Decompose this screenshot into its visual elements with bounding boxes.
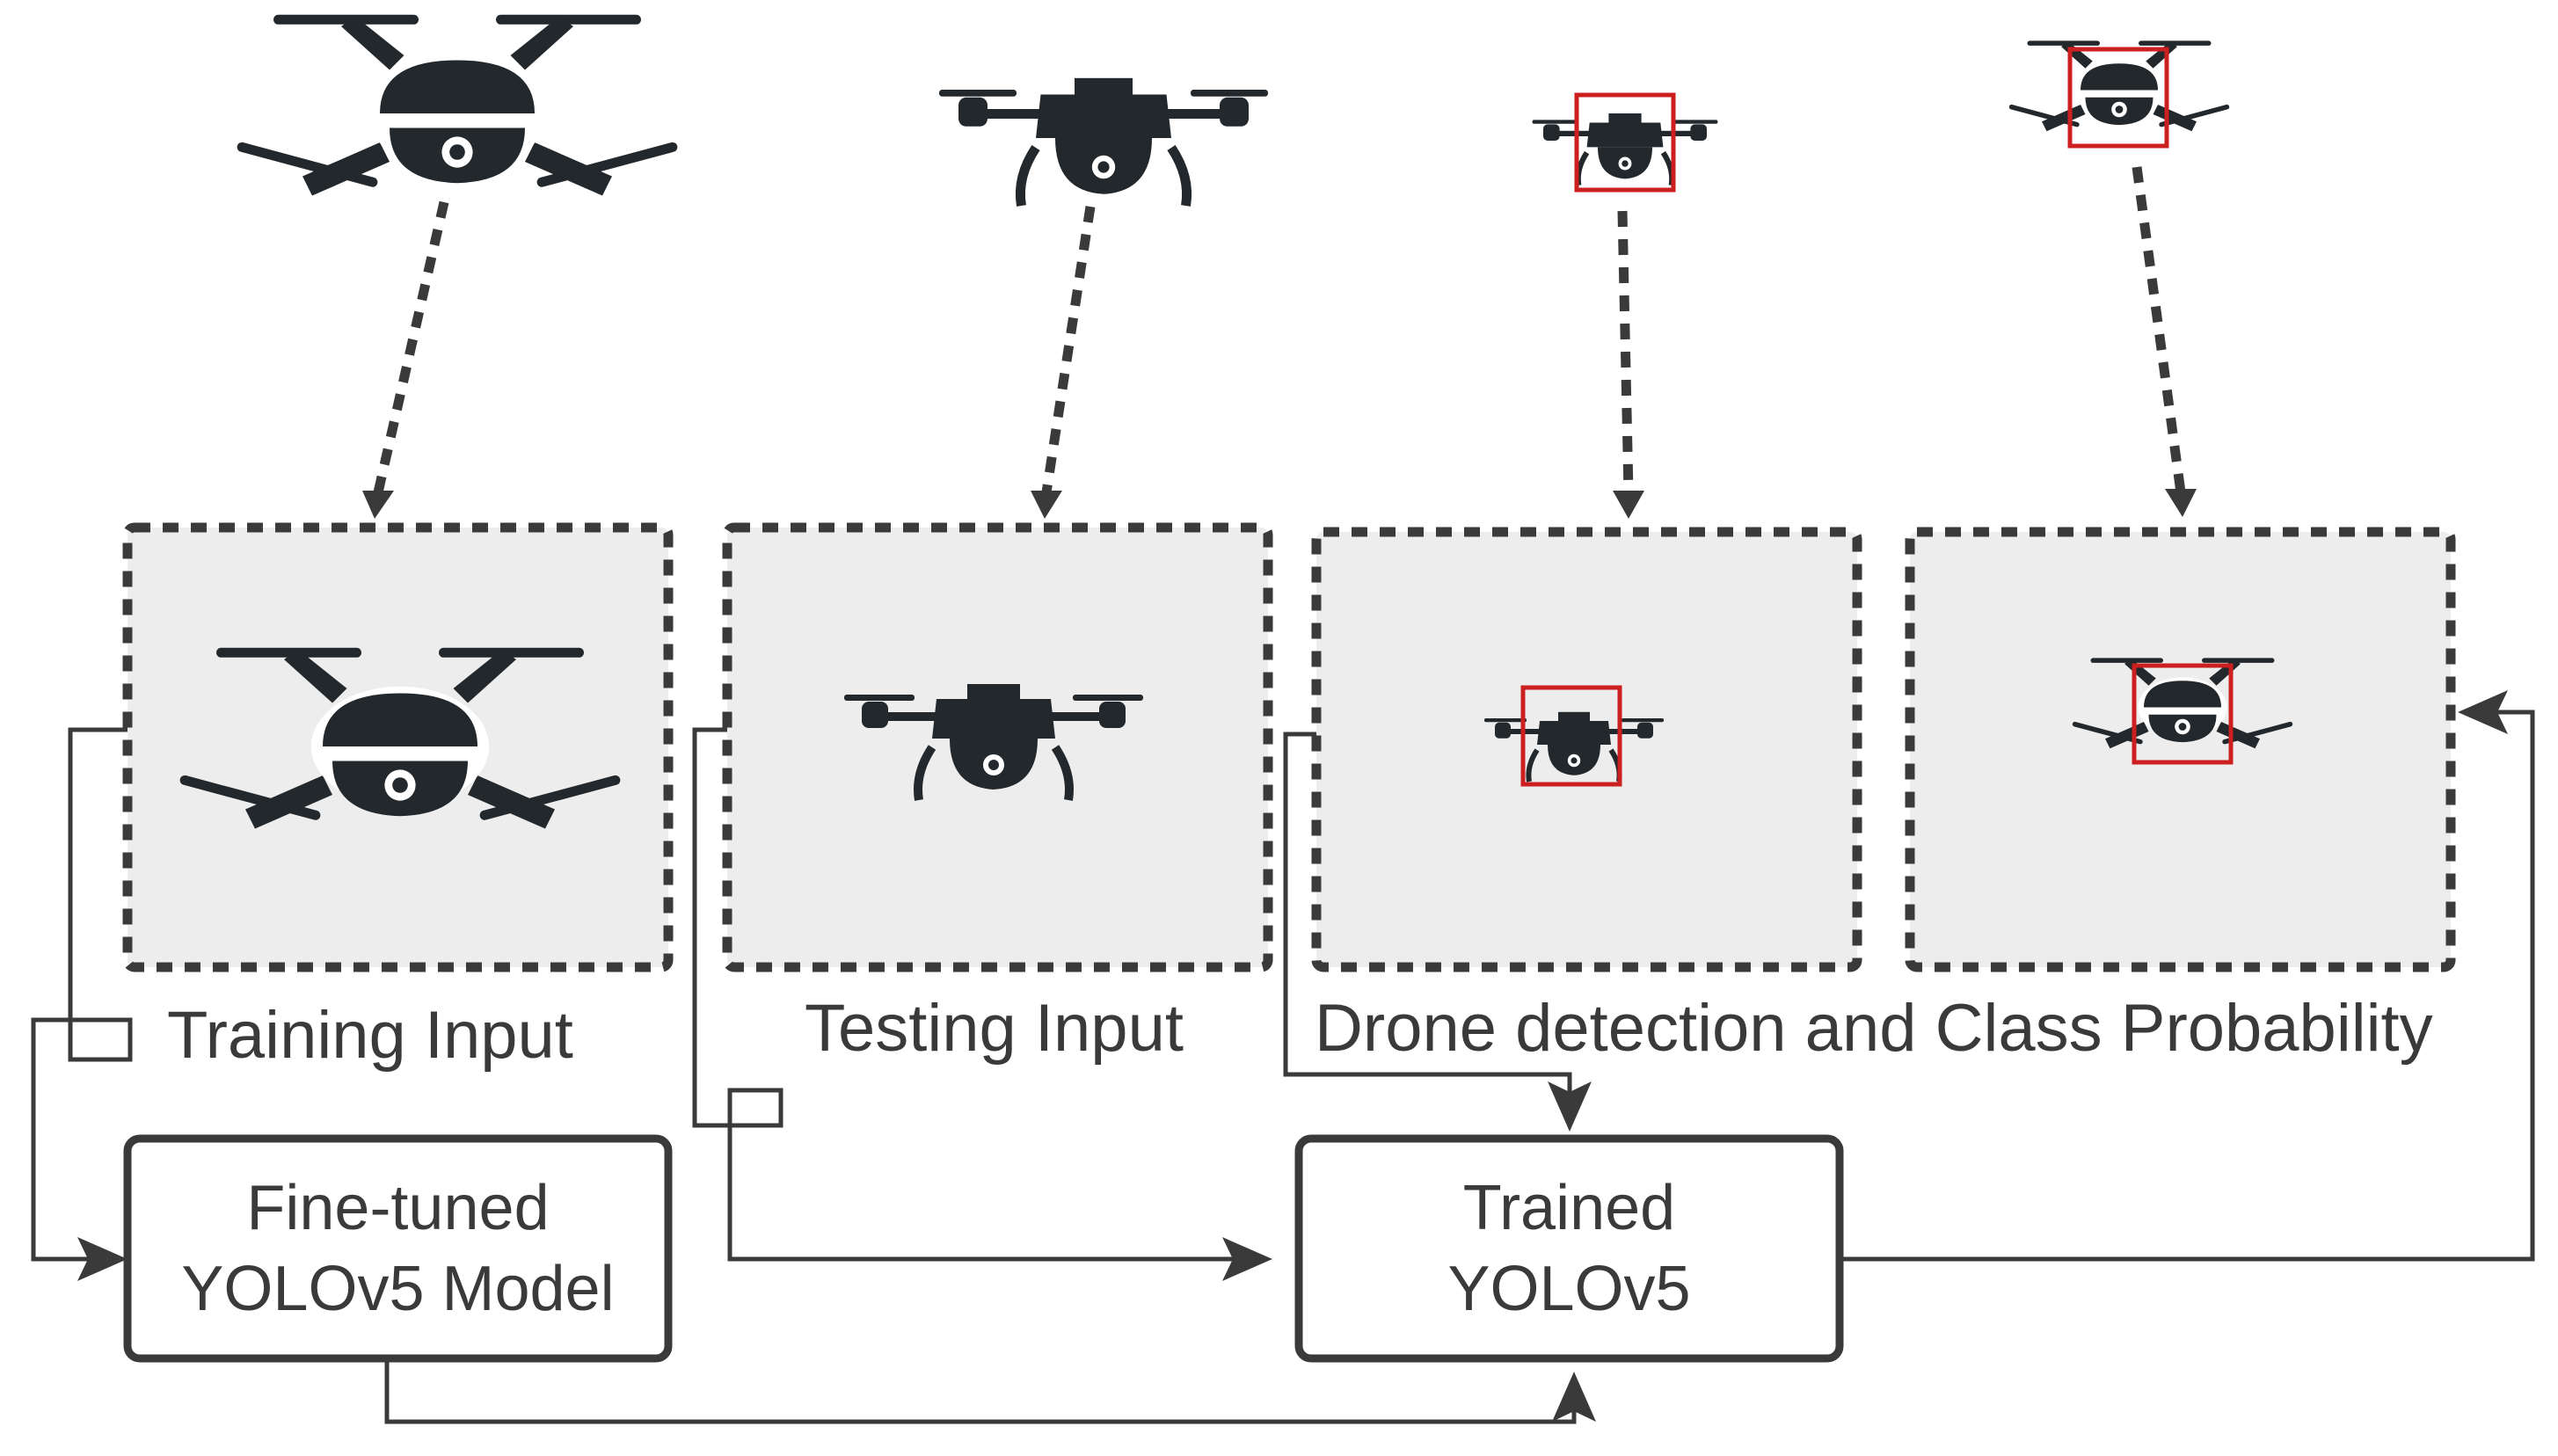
drone-icon [1533, 113, 1718, 186]
trained-yolov5-box [1294, 1134, 1844, 1363]
fine-tuned-model-box [123, 1134, 673, 1363]
arrow-icon [1613, 491, 1644, 519]
detection-output-label: Drone detection and Class Probability [1315, 991, 2433, 1066]
fine-tuned-line2: YOLOv5 Model [181, 1254, 615, 1324]
arrow-icon [2165, 489, 2197, 517]
trained-line2: YOLOv5 [1447, 1254, 1691, 1324]
connector-square [727, 1088, 783, 1128]
fine-tuned-model-text: Fine-tuned YOLOv5 Model [128, 1168, 668, 1329]
bounding-box-icon [2132, 663, 2234, 765]
arrow-icon [2458, 690, 2508, 734]
bounding-box-icon [1520, 685, 1622, 787]
trained-line1: Trained [1462, 1173, 1676, 1243]
testing-flow-line [692, 727, 1244, 1262]
detection-flow-line [1283, 732, 1572, 1103]
bounding-box-icon [1574, 92, 1676, 193]
model-transfer-line [384, 1361, 1577, 1424]
dotted-connector [2132, 166, 2186, 493]
testing-input-label: Testing Input [805, 991, 1184, 1066]
training-flow-line [31, 727, 128, 1262]
drone-icon [939, 78, 1268, 206]
arrow-icon [362, 491, 394, 519]
class-probability-panel [1905, 527, 2456, 972]
dotted-connector [1041, 206, 1096, 493]
training-input-label: Training Input [167, 998, 573, 1073]
arrow-icon [77, 1237, 128, 1281]
arrow-icon [1552, 1372, 1596, 1422]
arrow-icon [1548, 1081, 1592, 1132]
drone-icon [236, 14, 679, 196]
arrow-icon [1222, 1237, 1272, 1281]
output-flow-line [1842, 710, 2535, 1262]
bounding-box-icon [2067, 47, 2169, 149]
fine-tuned-line1: Fine-tuned [246, 1173, 550, 1243]
arrow-icon [1031, 491, 1062, 519]
dotted-connector [373, 200, 449, 494]
trained-yolov5-text: Trained YOLOv5 [1299, 1168, 1840, 1329]
dotted-connector [1617, 210, 1634, 493]
drone-icon [2008, 40, 2230, 132]
connector-square [68, 1017, 133, 1062]
